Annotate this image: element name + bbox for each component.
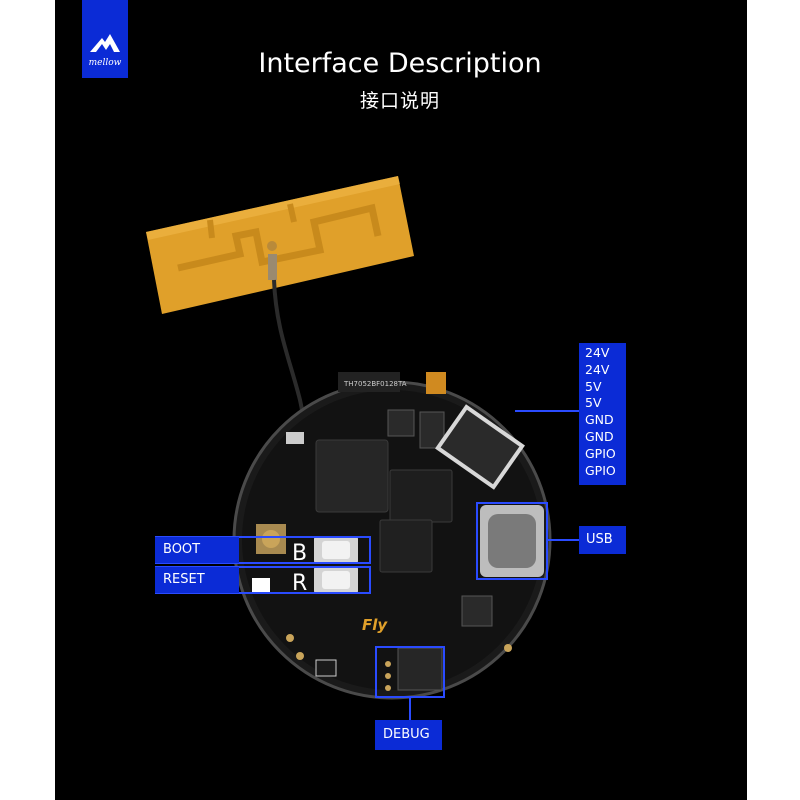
- reset-label-text: RESET: [163, 572, 205, 587]
- page-title: Interface Description: [258, 48, 542, 79]
- silk-b: B: [292, 541, 307, 566]
- pin-line: [515, 410, 579, 412]
- silk-r: R: [292, 571, 307, 596]
- brand-logo: mellow: [82, 0, 128, 78]
- silk-code: TH7052BF0128TA: [343, 380, 407, 388]
- pin-label: 24V: [585, 345, 610, 360]
- page-subtitle: 接口说明: [359, 90, 440, 112]
- pin-label: 5V: [585, 395, 602, 411]
- pin-list: 24V 24V 5V 5V GND GND GPIO GPIO: [579, 343, 626, 485]
- reset-label: RESET: [155, 567, 239, 593]
- pin-label: GPIO: [585, 462, 616, 478]
- boot-label: BOOT: [155, 537, 239, 563]
- usb-frame: [476, 502, 548, 580]
- pin-label: 24V: [585, 361, 610, 377]
- usb-line: [548, 539, 579, 541]
- debug-label-text: DEBUG: [383, 727, 430, 742]
- pcb-board: TH7052BF0128TA B R Fly: [232, 372, 552, 700]
- usb-label-text: USB: [586, 532, 613, 547]
- debug-label: DEBUG: [375, 720, 442, 750]
- mountain-logo-icon: [90, 34, 120, 52]
- pin-label: GND: [585, 428, 614, 444]
- pin-label: 5V: [585, 378, 602, 394]
- pin-label: GND: [585, 412, 614, 428]
- silk-fly: Fly: [362, 616, 388, 634]
- debug-line: [409, 698, 411, 720]
- debug-frame: [375, 646, 445, 698]
- boot-label-text: BOOT: [163, 542, 201, 557]
- usb-label: USB: [579, 526, 626, 554]
- logo-text: mellow: [88, 58, 122, 68]
- pin-label: GPIO: [585, 445, 616, 461]
